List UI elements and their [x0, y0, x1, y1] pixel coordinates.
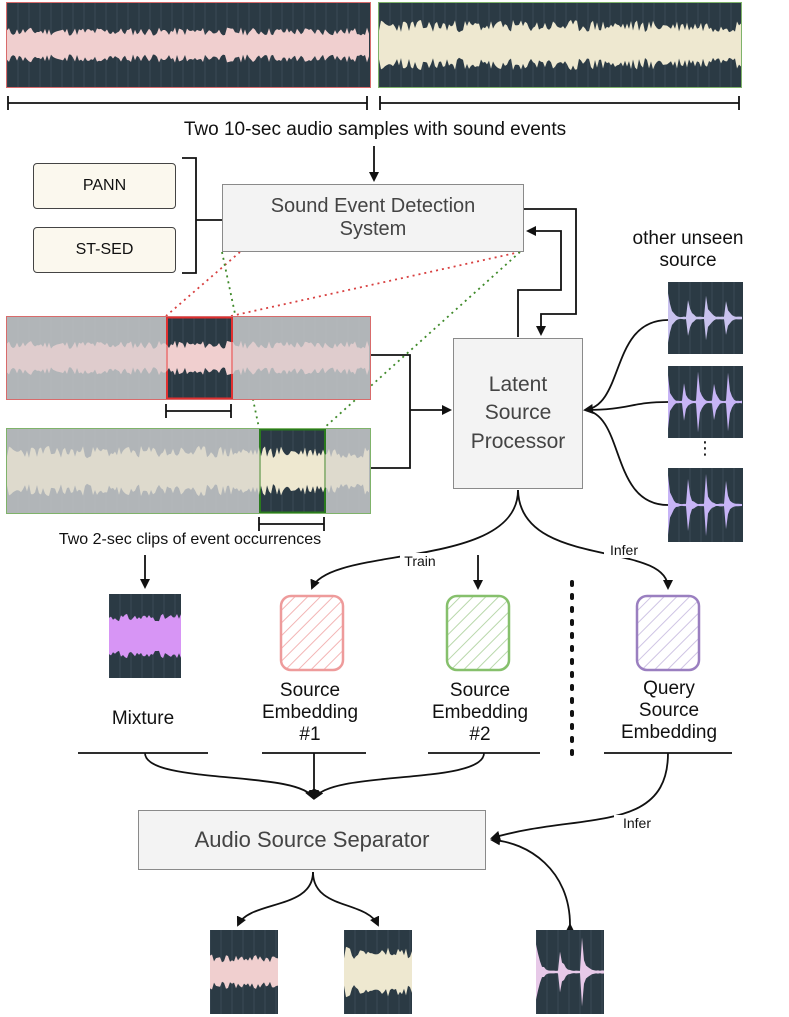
- methods-bracket: [182, 157, 197, 274]
- unseen-line-2: source: [659, 249, 717, 271]
- unseen-line-1: other unseen: [632, 228, 744, 249]
- method-pann: PANN: [33, 163, 176, 209]
- processor-line-1: Latent: [488, 372, 548, 396]
- arrow-train-1: [310, 489, 519, 590]
- waveform-unseen-2: [668, 366, 743, 438]
- arrow-output-2: [312, 871, 380, 927]
- mixture-label: Mixture: [111, 708, 175, 729]
- embedding-1-line-2: Embedding: [261, 701, 359, 723]
- sed-system-box: Sound Event Detection System: [222, 184, 524, 252]
- sed-system-line-1: Sound Event Detection: [270, 195, 476, 217]
- arrow-query-to-separator: [490, 752, 669, 841]
- latent-source-processor-box: Latent Source Processor: [453, 338, 583, 489]
- arrow-sed-to-processor: [524, 208, 577, 336]
- processor-line-3: Processor: [470, 429, 566, 453]
- query-embedding-label: Query Source Embedding: [604, 678, 734, 744]
- arrow-processor-to-sed: [517, 226, 562, 337]
- waveform-output-1: [210, 930, 278, 1014]
- label-infer-2: Infer: [614, 815, 660, 832]
- arrow-infer: [517, 489, 673, 590]
- query-line-3: Embedding: [620, 721, 718, 743]
- waveform-top-2: [378, 2, 742, 88]
- embedding-1-line-1: Source: [279, 680, 341, 701]
- audio-source-separator-box: Audio Source Separator: [138, 810, 486, 870]
- method-st-sed: ST-SED: [33, 227, 176, 273]
- caption-top: Two 10-sec audio samples with sound even…: [183, 119, 567, 140]
- embedding-2-line-3: #2: [469, 723, 491, 745]
- label-infer: Infer: [604, 542, 644, 559]
- waveform-output-2: [344, 930, 412, 1014]
- processor-line-2: Source: [484, 401, 552, 425]
- label-train: Train: [400, 553, 440, 570]
- query-line-1: Query: [643, 678, 695, 699]
- waveform-top-1: [6, 2, 371, 88]
- unseen-ellipsis: ⋮: [696, 438, 714, 458]
- waveform-clip-1: [6, 316, 371, 400]
- caption-clips: Two 2-sec clips of event occurrences: [58, 531, 322, 548]
- arrow-mixture-to-separator: [144, 752, 315, 800]
- waveform-output-3: [536, 930, 604, 1014]
- embedding-1-line-3: #1: [299, 723, 321, 745]
- embedding-2-line-2: Embedding: [431, 701, 529, 723]
- embedding-1-label: Source Embedding #1: [248, 680, 372, 746]
- waveform-mixture: [109, 594, 181, 678]
- arrow-output-3: [490, 835, 576, 934]
- sed-system-line-2: System: [339, 218, 407, 240]
- waveform-unseen-1: [668, 282, 743, 354]
- waveform-clip-2: [6, 428, 371, 514]
- unseen-source-label: other unseen source: [628, 228, 748, 272]
- query-line-2: Source: [638, 699, 700, 721]
- embedding-2-label: Source Embedding #2: [418, 680, 542, 746]
- arrow-output-1: [236, 871, 314, 927]
- embedding-2-line-1: Source: [449, 680, 511, 701]
- arrow-unseen-to-processor: [583, 319, 669, 414]
- waveform-unseen-3: [668, 468, 743, 542]
